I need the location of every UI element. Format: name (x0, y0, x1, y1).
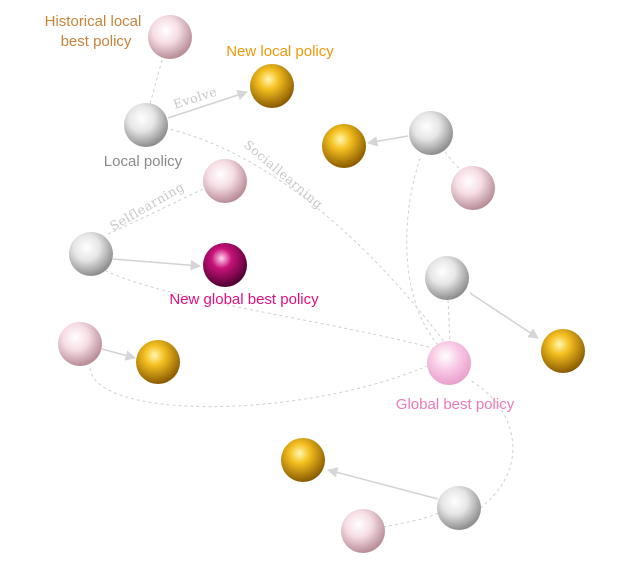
arrow-evolve (167, 89, 248, 119)
link-mid-right-to-global (447, 299, 451, 343)
link-history-local (149, 59, 163, 105)
link-bottom-to-global (469, 379, 514, 509)
gold-node-right-cluster (322, 124, 366, 168)
pink-node-self-learning (203, 159, 247, 203)
link-bottom-pair (382, 511, 441, 528)
global-best-policy-label: Global best policy (396, 396, 515, 413)
evolve-label: Evolve (171, 84, 219, 112)
historical-local-best-node (148, 15, 192, 59)
arrow-to-new-global (112, 258, 202, 271)
link-left-to-global (99, 267, 441, 351)
link-self-learning (107, 187, 206, 235)
arrow-right-cluster (366, 135, 409, 147)
gray-node-left (69, 232, 113, 276)
link-right-cluster-to-global (406, 157, 439, 346)
arrow-lower-left (101, 348, 137, 361)
new-global-best-node (203, 243, 247, 287)
pink-node-right-cluster (451, 166, 495, 210)
gold-node-bottom (281, 438, 325, 482)
global-best-policy-node (427, 341, 471, 385)
new-global-best-policy-label: New global best policy (169, 291, 319, 308)
gray-node-mid-right (425, 256, 469, 300)
social-learning-label: Sociallearning (241, 137, 326, 212)
local-policy-label: Local policy (104, 153, 183, 170)
dashed-links (89, 59, 514, 528)
link-social-learning (164, 127, 446, 344)
new-local-policy-label: New local policy (226, 43, 334, 60)
link-lower-left-to-global (89, 364, 431, 408)
gold-node-lower-left (136, 340, 180, 384)
gold-node-mid-right (541, 329, 585, 373)
arrow-mid-right (469, 292, 539, 339)
link-right-cluster-pink (444, 151, 467, 173)
historical-local-best-label-line2: best policy (61, 33, 132, 50)
local-policy-node (124, 103, 168, 147)
gray-node-right-cluster (409, 111, 453, 155)
nodes (58, 15, 585, 553)
gray-node-bottom (437, 486, 481, 530)
new-local-policy-node (250, 64, 294, 108)
historical-local-best-label-line1: Historical local (45, 13, 142, 30)
solid-arrows (101, 89, 539, 500)
self-learning-label: Selflearning (107, 179, 187, 234)
pink-node-bottom (341, 509, 385, 553)
pink-node-lower-left (58, 322, 102, 366)
arrow-bottom (326, 467, 439, 500)
